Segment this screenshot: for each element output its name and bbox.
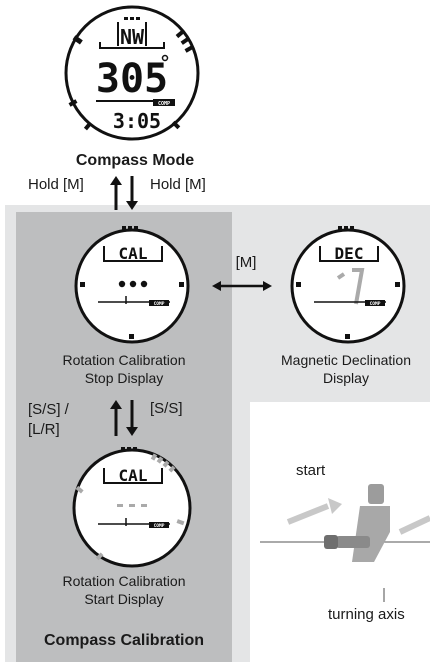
- declination-caption: Magnetic Declination Display: [246, 351, 430, 387]
- horizontal-double-arrow: [212, 281, 272, 291]
- ss-label: [S/S]: [150, 400, 183, 417]
- calibration-stop-watch: CAL COMP: [74, 226, 190, 344]
- m-button-label: [M]: [235, 254, 257, 271]
- hold-m-right-label: Hold [M]: [150, 176, 206, 193]
- calibration-start-watch: CAL COMP: [72, 447, 192, 568]
- hold-m-left-label: Hold [M]: [28, 176, 84, 193]
- calibration-stop-caption-line1: Rotation Calibration: [62, 352, 186, 368]
- dec-text: DEC: [335, 244, 364, 263]
- ss-lr-label: [S/S] / [L/R]: [28, 401, 69, 438]
- vertical-arrows-middle: [110, 400, 138, 436]
- declination-caption-line1: Magnetic Declination: [281, 352, 411, 368]
- comp-tag: COMP: [158, 101, 170, 107]
- calibration-start-caption: Rotation Calibration Start Display: [24, 572, 224, 608]
- compass-calibration-title: Compass Calibration: [43, 632, 205, 649]
- comp-tag-stop: COMP: [154, 301, 165, 307]
- calibration-start-caption-line1: Rotation Calibration: [62, 573, 186, 589]
- heading-text: NW: [120, 25, 145, 49]
- vertical-arrows-top: [110, 176, 138, 210]
- calibration-stop-caption: Rotation Calibration Stop Display: [24, 351, 224, 387]
- time-text: 3:05: [113, 109, 161, 133]
- compass-mode-watch: NW 305 COMP 3:05: [64, 5, 200, 141]
- declination-watch: DEC COMP: [290, 226, 406, 344]
- calibration-start-caption-line2: Start Display: [84, 591, 164, 607]
- declination-caption-line2: Display: [323, 370, 369, 386]
- comp-tag-start: COMP: [154, 523, 165, 529]
- compass-mode-caption: Compass Mode: [75, 152, 195, 169]
- cal-stop-text: CAL: [119, 244, 148, 263]
- cal-start-text: CAL: [119, 466, 148, 485]
- bearing-text: 305: [96, 56, 168, 102]
- comp-tag-dec: COMP: [370, 301, 381, 307]
- rotation-illustration: [260, 484, 430, 602]
- start-label: start: [296, 462, 326, 479]
- calibration-stop-caption-line2: Stop Display: [84, 370, 164, 386]
- turning-axis-label: turning axis: [328, 606, 405, 623]
